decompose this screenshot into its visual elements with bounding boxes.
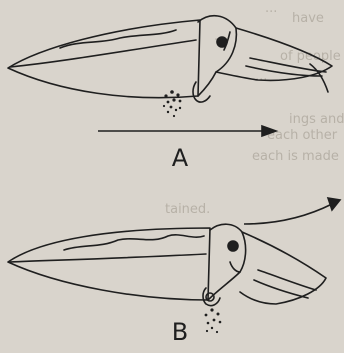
squid-b-arm-line-2 <box>254 280 308 298</box>
bg-text-4: of people <box>280 49 341 64</box>
squid-b-fin-line <box>10 254 206 262</box>
arrow-b <box>244 198 340 224</box>
squid-b-mantle <box>8 228 210 300</box>
squid-a-tentacle-tip <box>310 64 328 92</box>
squid-b-eye-stroke <box>230 262 240 272</box>
bg-text-9: tained. <box>165 202 210 217</box>
bg-text-1: ... <box>265 1 277 16</box>
bg-text-2: have <box>292 11 324 26</box>
bg-text-8: each is made <box>252 149 339 164</box>
squid-a-jet <box>163 90 182 117</box>
squid-b-jet <box>205 308 222 333</box>
bg-text-6: ings and <box>289 112 344 127</box>
arrow-b-curve <box>244 204 332 224</box>
bg-text-5: ... <box>255 69 267 84</box>
squid-b-head <box>208 224 246 300</box>
squid-b-arms <box>240 232 326 304</box>
arrow-a <box>98 126 276 136</box>
arrow-b-head <box>328 198 340 210</box>
squid-b-arm-line-1 <box>258 270 316 290</box>
squid-a-head <box>198 16 236 96</box>
squid-b <box>8 224 326 305</box>
panel-label-a: A <box>172 144 189 172</box>
squid-b-eye <box>228 241 238 251</box>
panel-label-b: B <box>172 318 188 346</box>
bg-text-7: each other <box>267 128 338 143</box>
